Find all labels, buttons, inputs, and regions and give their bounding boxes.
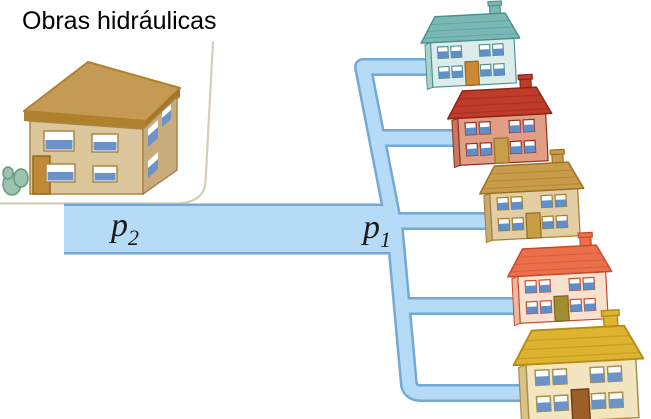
orange-house: [507, 231, 613, 327]
house-window: [437, 65, 464, 79]
figure-title: Obras hidráulicas: [22, 7, 217, 35]
ground-platform-edge: [0, 40, 215, 205]
chimney-cap: [600, 308, 620, 318]
waterworks-building: [2, 61, 181, 196]
house-roof: [447, 86, 553, 120]
waterworks-side-windows: [148, 104, 171, 178]
house-window: [436, 45, 463, 60]
chimney-cap: [577, 231, 593, 239]
house-door: [464, 60, 480, 87]
house-door: [493, 137, 510, 165]
house-roof: [507, 244, 613, 278]
house-roof: [512, 324, 645, 367]
house-window: [464, 121, 492, 136]
water-pipes: [64, 58, 540, 402]
roof-planks: [482, 169, 581, 190]
house-window: [535, 394, 570, 413]
house-window: [497, 216, 525, 232]
red-house: [447, 73, 553, 169]
house-window: [496, 196, 524, 211]
chimney-cap: [487, 0, 502, 7]
teal-house: [420, 0, 521, 91]
house-door: [553, 295, 570, 323]
house-roof: [420, 12, 521, 44]
pressure-label-p2: p2: [109, 207, 139, 250]
house-window: [508, 118, 536, 134]
house-window: [541, 214, 569, 230]
house-window: [540, 193, 568, 209]
chimney-cap: [517, 73, 533, 81]
house-window: [524, 279, 552, 294]
roof-planks: [423, 19, 517, 39]
pipe-segment: [356, 60, 540, 400]
house-window: [525, 299, 553, 315]
house-window: [465, 141, 493, 157]
tan-house: [479, 148, 585, 244]
house-window: [478, 43, 505, 57]
house-window: [568, 276, 596, 292]
house-window: [590, 391, 625, 410]
house-window: [534, 368, 568, 387]
roof-planks: [450, 94, 549, 115]
house-window: [479, 62, 506, 77]
roof-planks: [510, 252, 609, 273]
house-roof: [479, 161, 585, 195]
pressure-label-p1: p1: [361, 209, 391, 252]
house-door: [570, 388, 592, 419]
roof-planks: [516, 334, 640, 360]
house-window: [509, 139, 537, 155]
house-window: [569, 297, 597, 313]
bush: [2, 166, 29, 196]
waterworks-roof-fascia: [24, 111, 146, 131]
waterworks-front-windows: [43, 130, 119, 183]
house-window: [589, 365, 623, 384]
house-door: [525, 212, 542, 240]
chimney-cap: [549, 148, 565, 156]
yellow-house: [512, 308, 645, 419]
houses: [420, 0, 645, 419]
